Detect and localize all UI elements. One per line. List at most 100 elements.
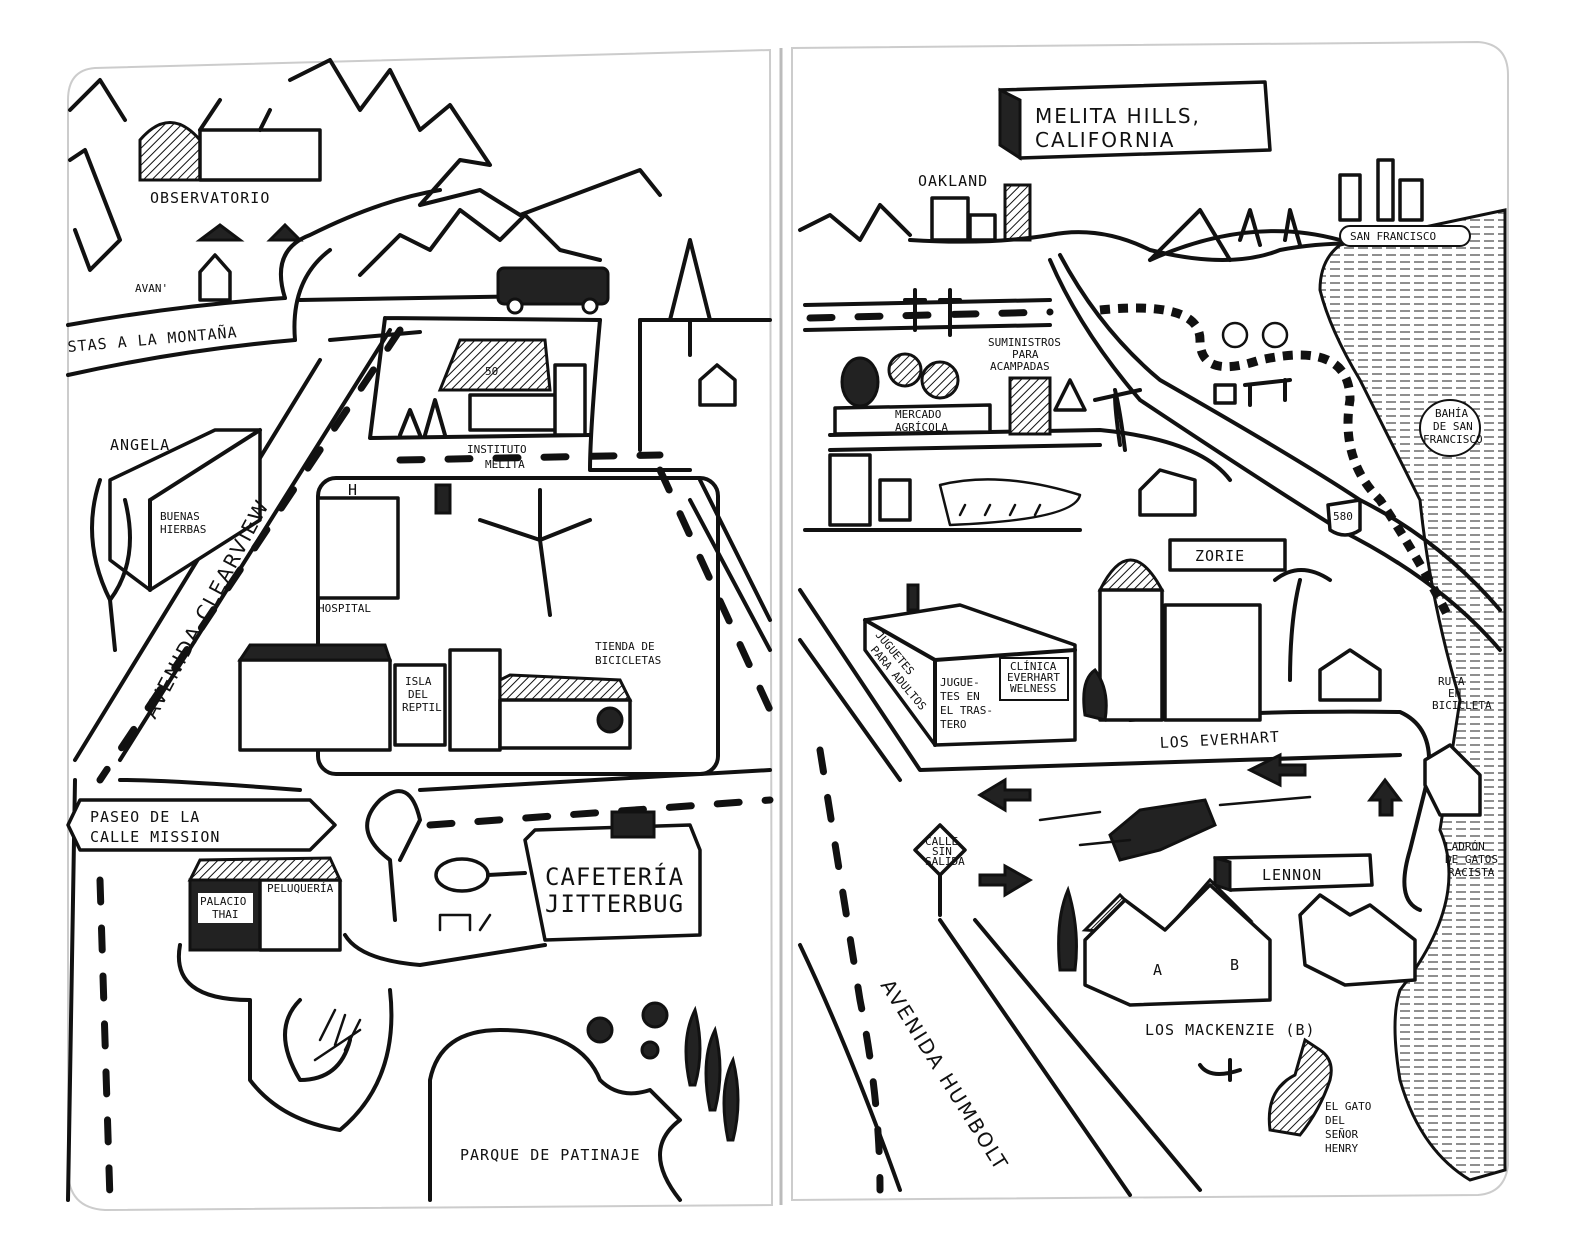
highway-580-shield: 580 xyxy=(1326,498,1362,537)
label-gato-line3: SEÑOR xyxy=(1325,1128,1358,1141)
cat-henry: EL GATO DEL SEÑOR HENRY xyxy=(1198,1037,1371,1155)
label-tienda-line2: BICICLETAS xyxy=(595,654,661,667)
label-cafeteria-line2: JITTERBUG xyxy=(545,890,684,918)
label-instituto-line2: MELITA xyxy=(485,458,525,471)
label-suministros: SUMINISTROS xyxy=(988,336,1061,349)
buildings-mid xyxy=(828,453,1197,527)
church-tower xyxy=(1097,558,1262,722)
palacio-thai: PALACIO THAI PELUQUERÍA xyxy=(187,856,343,952)
buenas-hierbas-building: ANGELA BUENAS HIERBAS xyxy=(108,428,262,592)
label-paseo-line2: CALLE MISSION xyxy=(90,828,220,846)
instituto-melita: 50 INSTITUTO MELITA xyxy=(398,338,587,471)
label-calle-line2: SIN xyxy=(932,845,952,858)
label-trastero-line3: EL TRAS- xyxy=(940,704,993,717)
lennon-sign: LENNON xyxy=(1213,853,1374,893)
paseo-mission-sign: PASEO DE LA CALLE MISSION xyxy=(66,798,337,852)
label-parque-patinaje: PARQUE DE PATINAJE xyxy=(460,1146,641,1164)
label-suministros-line3: ACAMPADAS xyxy=(990,360,1050,373)
tree-mission xyxy=(365,789,422,922)
bay-bridge xyxy=(1148,208,1342,262)
tree-left xyxy=(90,478,132,652)
bike-path xyxy=(1099,303,1455,623)
bench-trash xyxy=(1213,378,1292,407)
label-bahia-line2: DE SAN xyxy=(1433,420,1473,433)
label-paseo-mission: PASEO DE LA xyxy=(90,808,200,826)
label-san-francisco: SAN FRANCISCO xyxy=(1350,230,1436,243)
label-oakland: OAKLAND xyxy=(918,172,988,190)
mercado-agricola: MERCADO AGRÍCOLA xyxy=(833,352,992,436)
ladron-house: LADRÓN DE GATOS RACISTA xyxy=(1423,743,1498,879)
hospital-h-sign: H xyxy=(348,481,358,499)
title-sign: MELITA HILLS, CALIFORNIA xyxy=(998,80,1272,161)
cypress-right xyxy=(1057,667,1108,972)
bus xyxy=(496,266,610,315)
skate-park-area: PARQUE DE PATINAJE xyxy=(176,943,682,1202)
oakland-trees xyxy=(903,288,962,337)
palm-trees xyxy=(1113,388,1332,682)
coffee-cup-sign xyxy=(434,857,527,893)
school-number: 50 xyxy=(485,365,498,378)
label-bahia-line3: FRANCISCO xyxy=(1423,433,1483,446)
label-clinica-line3: WELNESS xyxy=(1010,682,1056,695)
label-trastero-line4: TERO xyxy=(940,718,967,731)
label-gato-line2: DEL xyxy=(1325,1114,1345,1127)
label-gato-henry: EL GATO xyxy=(1325,1100,1371,1113)
calle-sin-salida-sign: CALLE SIN SALIDA xyxy=(913,823,967,917)
zorie-sign: ZORIE xyxy=(1168,538,1287,572)
cypress-trees xyxy=(684,1005,740,1142)
fence-patio xyxy=(343,913,547,967)
buildings-row: ISLA DEL REPTIL TIENDA DE BICICLETAS xyxy=(237,640,661,752)
label-observatorio: OBSERVATORIO xyxy=(150,189,270,207)
small-house-right xyxy=(1318,648,1382,702)
label-cafeteria-jitterbug: CAFETERÍA xyxy=(545,862,684,891)
label-isla-line2: DEL xyxy=(408,688,428,701)
label-house-a: A xyxy=(1153,961,1163,979)
pine-tree xyxy=(668,238,712,357)
fire-hydrant xyxy=(434,483,452,515)
cafeteria-jitterbug: CAFETERÍA JITTERBUG xyxy=(523,810,702,942)
label-avan: AVAN' xyxy=(135,282,168,295)
label-clinica-line2: EVERHART xyxy=(1007,671,1060,684)
label-zorie: ZORIE xyxy=(1195,547,1245,565)
label-buenas-hierbas-line2: HIERBAS xyxy=(160,523,206,536)
flowers xyxy=(586,1001,669,1060)
label-hospital: HOSPITAL xyxy=(318,602,371,615)
everhart-building: JUGUETES PARA ADULTOS JUGUE- TES EN EL T… xyxy=(863,583,1077,747)
label-palacio-line2: THAI xyxy=(212,908,239,921)
label-buenas-hierbas: BUENAS xyxy=(160,510,200,523)
left-page xyxy=(67,48,774,1212)
map-title-line2: CALIFORNIA xyxy=(1035,128,1175,152)
mackenzie-houses: A B LOS MACKENZIE (B) xyxy=(1081,877,1417,1039)
label-isla-del-reptil: ISLA xyxy=(405,675,432,688)
label-ruta-line3: BICICLETA xyxy=(1432,699,1492,712)
label-bahia: BAHÍA xyxy=(1435,407,1468,420)
label-ladron-line2: DE GATOS xyxy=(1445,853,1498,866)
label-tienda-bicicletas: TIENDA DE xyxy=(595,640,655,653)
label-ruta-line2: EN xyxy=(1448,687,1461,700)
label-peluqueria: PELUQUERÍA xyxy=(267,882,334,895)
label-lennon: LENNON xyxy=(1262,866,1322,884)
label-ruta-bicicleta: RUTA xyxy=(1438,675,1465,688)
label-ladron-line3: RACISTA xyxy=(1448,866,1495,879)
suministros-acampadas: SUMINISTROS PARA ACAMPADAS xyxy=(988,336,1142,447)
label-mercado-line2: AGRÍCOLA xyxy=(895,421,948,434)
bay-water: SAN FRANCISCO BAHÍA DE SAN FRANCISCO xyxy=(1318,208,1507,1182)
label-gato-line4: HENRY xyxy=(1325,1142,1358,1155)
label-trastero-line2: TES EN xyxy=(940,690,980,703)
avan-house: AVAN' xyxy=(135,253,232,302)
highway-580: 580 xyxy=(1333,510,1353,523)
label-mercado: MERCADO xyxy=(895,408,941,421)
bare-tree xyxy=(478,488,592,617)
label-palacio-thai: PALACIO xyxy=(200,895,246,908)
label-clinica-everhart: CLÍNICA xyxy=(1010,660,1057,673)
label-calle-sin-salida: CALLE xyxy=(925,835,958,848)
mountains-left xyxy=(68,58,662,277)
sf-skyline xyxy=(1338,158,1424,222)
observatory: OBSERVATORIO xyxy=(138,98,322,207)
map-title: MELITA HILLS, xyxy=(1035,104,1201,128)
label-house-b: B xyxy=(1230,956,1240,974)
label-isla-line3: REPTIL xyxy=(402,701,442,714)
label-juguetes-trastero: JUGUE- xyxy=(940,676,980,689)
label-los-mackenzie: LOS MACKENZIE (B) xyxy=(1145,1021,1316,1039)
